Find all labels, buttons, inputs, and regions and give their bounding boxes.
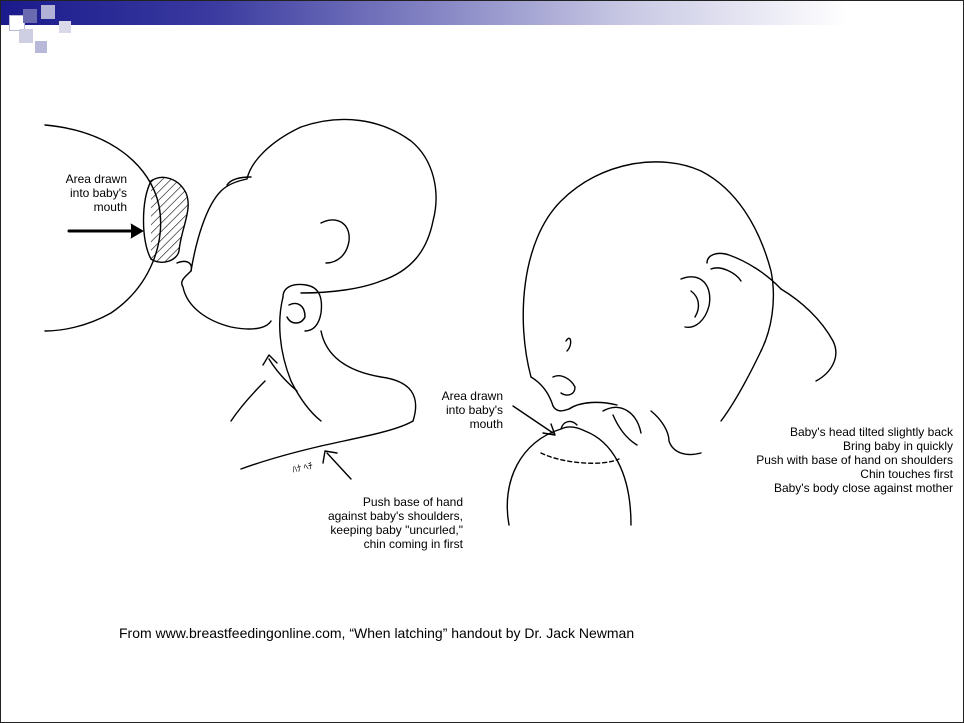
right-step: Baby's body close against mother bbox=[623, 481, 953, 495]
source-caption: From www.breastfeedingonline.com, “When … bbox=[119, 625, 634, 641]
right-step: Bring baby in quickly bbox=[623, 439, 953, 453]
right-area-arrow bbox=[513, 406, 553, 433]
right-baby-eye bbox=[566, 338, 571, 351]
right-baby-ear bbox=[681, 277, 710, 327]
left-area-label: Area drawn into baby's mouth bbox=[19, 172, 127, 214]
right-baby-head-outline bbox=[523, 162, 773, 377]
left-push-instructions: Push base of hand against baby's shoulde… bbox=[251, 495, 463, 551]
svg-text:ﾊﾅ ﾍﾁ: ﾊﾅ ﾍﾁ bbox=[292, 460, 315, 474]
right-area-label: Area drawn into baby's mouth bbox=[385, 389, 503, 431]
right-breast-outline bbox=[507, 427, 631, 525]
right-steps-list: Baby's head tilted slightly back Bring b… bbox=[623, 425, 953, 495]
left-curve-arrow bbox=[269, 359, 297, 391]
right-finger bbox=[707, 253, 781, 289]
right-areola bbox=[541, 453, 619, 463]
right-step: Push with base of hand on shoulders bbox=[623, 453, 953, 467]
left-nipple-area bbox=[151, 177, 188, 262]
left-baby-ear bbox=[321, 220, 349, 263]
right-step: Baby's head tilted slightly back bbox=[623, 425, 953, 439]
right-step: Chin touches first bbox=[623, 467, 953, 481]
